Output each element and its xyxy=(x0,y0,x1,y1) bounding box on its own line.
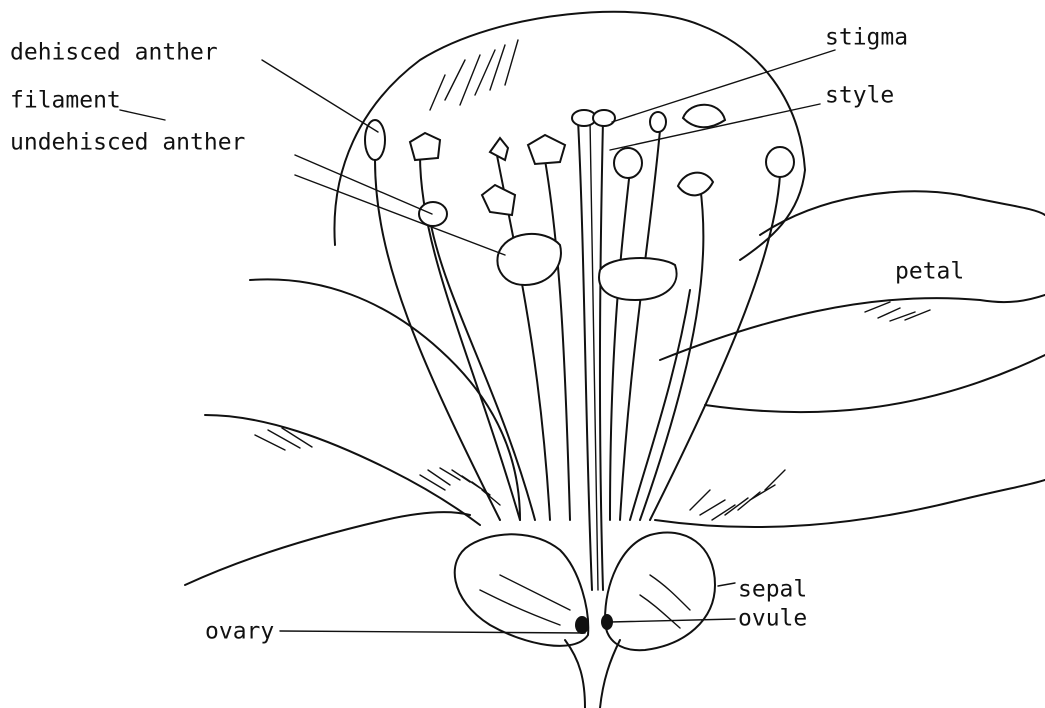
label-sepal: sepal xyxy=(738,577,807,603)
petal-outline-back xyxy=(334,12,805,260)
leader-stigma xyxy=(612,50,835,122)
label-stigma: stigma xyxy=(825,25,908,51)
label-undehisced-anther: undehisced anther xyxy=(10,130,245,156)
stamen-filament-4 xyxy=(545,160,570,520)
petal-veins-upper xyxy=(430,40,518,110)
stamen-filament-5 xyxy=(610,170,630,520)
leader-filament xyxy=(120,110,165,120)
petal-outline-left-bottom xyxy=(185,512,470,585)
receptacle xyxy=(565,640,620,708)
petal-outline-right-lower xyxy=(660,295,1045,360)
stamen-filament-8 xyxy=(650,175,780,520)
style-column-right xyxy=(600,120,603,590)
petal-outline-left-lower xyxy=(205,415,480,525)
stigma-cluster xyxy=(572,110,615,126)
label-filament: filament xyxy=(10,88,121,114)
leader-undehisced-anther-2 xyxy=(295,175,505,255)
leader-dehisced-anther xyxy=(262,60,378,132)
label-ovule: ovule xyxy=(738,606,807,632)
leader-sepal xyxy=(718,583,735,586)
sepal-hairs-left xyxy=(420,468,500,505)
leader-undehisced-anther-1 xyxy=(295,155,432,214)
label-style: style xyxy=(825,83,894,109)
sepal-hairs-right xyxy=(690,470,785,520)
label-petal: petal xyxy=(895,259,964,285)
stamen-filament-10 xyxy=(630,290,690,520)
petal-outline-right-bottom xyxy=(655,480,1045,527)
petal-outline-right xyxy=(760,191,1045,235)
ovule-left xyxy=(575,616,589,634)
style-column-center xyxy=(590,120,598,590)
petal-veins-right xyxy=(865,302,930,321)
petal-veins-left xyxy=(255,428,312,450)
petal-outline-right-middle xyxy=(705,355,1045,412)
ovary-right-chamber xyxy=(605,532,715,650)
style-column-left xyxy=(578,120,592,590)
petal-outline-left xyxy=(250,279,520,520)
stamen-filament-6 xyxy=(620,130,660,520)
stamen-filament-7 xyxy=(640,185,703,520)
ovary-left-chamber xyxy=(455,534,589,646)
label-dehisced-anther: dehisced anther xyxy=(10,40,218,66)
label-ovary: ovary xyxy=(205,619,274,645)
